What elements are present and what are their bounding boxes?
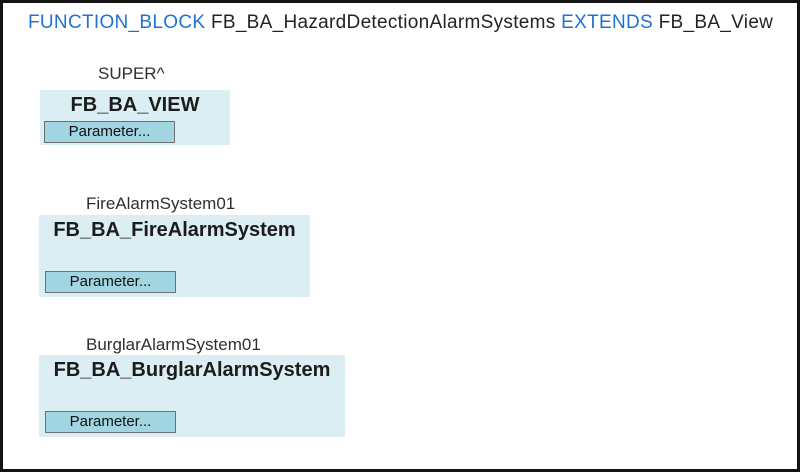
type-name-fb-ba-fire-alarm-system: FB_BA_FireAlarmSystem	[53, 219, 296, 241]
block-fire-alarm-system: FireAlarmSystem01 FB_BA_FireAlarmSystem …	[39, 194, 310, 297]
keyword-extends: EXTENDS	[561, 12, 654, 33]
type-name-fb-ba-burglar-alarm-system: FB_BA_BurglarAlarmSystem	[53, 359, 331, 381]
parameter-button-burglar-alarm[interactable]: Parameter...	[45, 411, 176, 433]
instance-label-super: SUPER^	[98, 64, 165, 83]
instance-label-burglar-alarm: BurglarAlarmSystem01	[86, 335, 261, 354]
function-block-name: FB_BA_HazardDetectionAlarmSystems	[210, 12, 556, 33]
block-super: SUPER^ FB_BA_VIEW Parameter...	[40, 64, 230, 145]
parent-block-name: FB_BA_View	[658, 12, 774, 33]
parameter-button-super[interactable]: Parameter...	[44, 121, 175, 143]
function-block-declaration: FUNCTION_BLOCK FB_BA_HazardDetectionAlar…	[28, 12, 773, 34]
type-name-fb-ba-view: FB_BA_VIEW	[70, 94, 200, 116]
instance-label-fire-alarm: FireAlarmSystem01	[86, 194, 236, 213]
parameter-button-fire-alarm[interactable]: Parameter...	[45, 271, 176, 293]
block-burglar-alarm-system: BurglarAlarmSystem01 FB_BA_BurglarAlarmS…	[39, 335, 345, 437]
keyword-function-block: FUNCTION_BLOCK	[28, 12, 206, 33]
